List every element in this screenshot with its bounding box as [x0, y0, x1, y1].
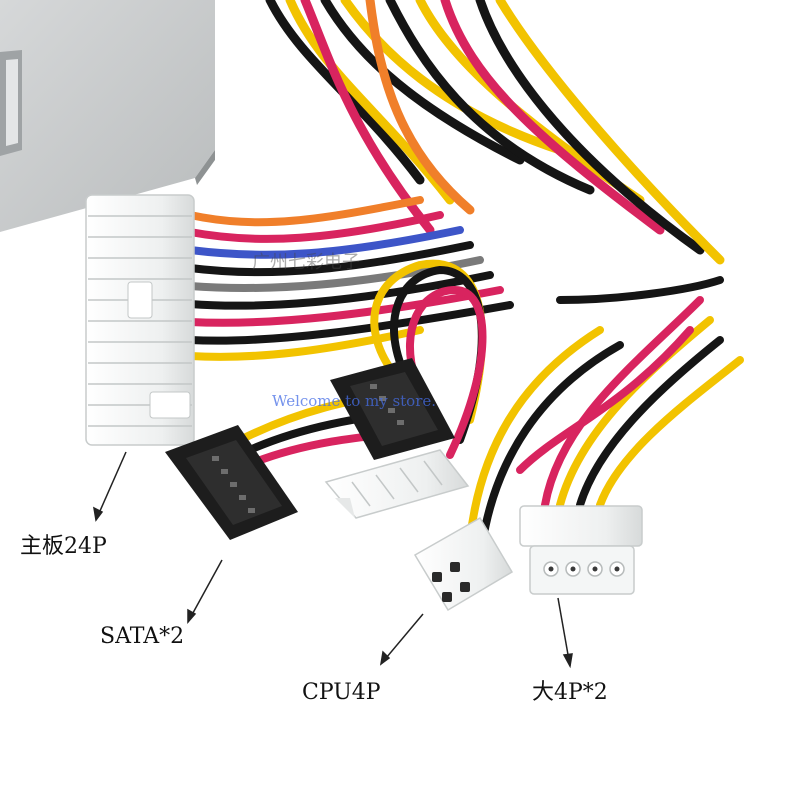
label-cpu4p: CPU4P	[302, 680, 381, 705]
connector-sata-upper	[330, 358, 455, 460]
connector-sata-lower	[165, 425, 298, 540]
watermark-company: 广州七彩电子	[252, 252, 360, 273]
connector-molex-1	[324, 449, 470, 519]
label-sata: SATA*2	[100, 624, 185, 649]
psu-case	[0, 0, 215, 232]
wires-cpu-molex	[466, 276, 744, 549]
connector-cpu4p	[413, 516, 514, 612]
connector-molex-2	[519, 505, 643, 595]
wire-bundle-top	[265, 0, 725, 265]
label-molex: 大4P*2	[532, 680, 608, 705]
watermark-welcome: Welcome to my store.	[272, 392, 437, 410]
wires-sata-upper	[370, 259, 487, 459]
label-motherboard-24p: 主板24P	[20, 534, 107, 559]
connector-24p	[85, 194, 195, 446]
annotation-arrows	[93, 451, 573, 669]
